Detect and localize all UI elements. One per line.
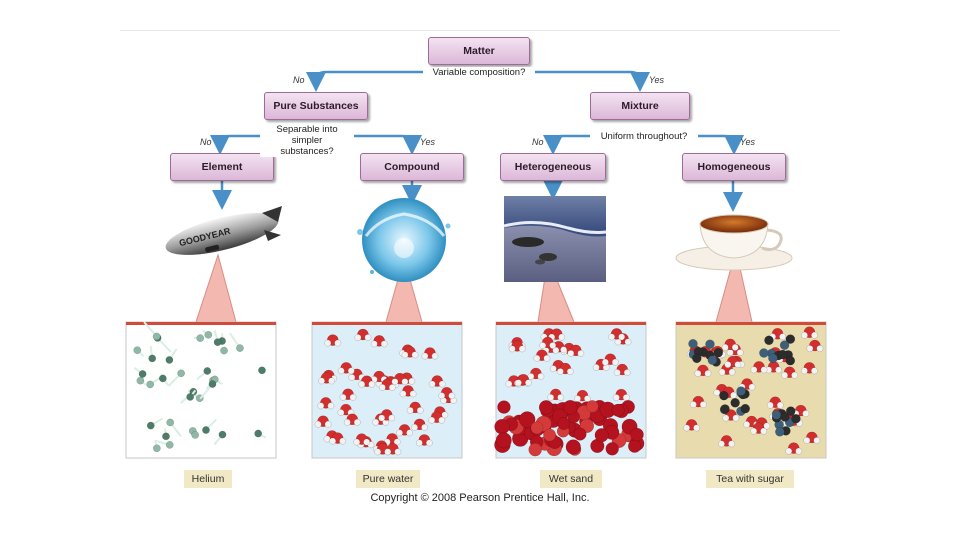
molecular-panels xyxy=(125,321,827,459)
wet-sand-beach-photo xyxy=(503,196,607,282)
branch-yes-label: Yes xyxy=(740,137,756,147)
caption-pure-water: Pure water xyxy=(356,470,420,488)
caption-tea-with-sugar: Tea with sugar xyxy=(706,470,794,488)
question-separable-line2: substances? xyxy=(280,146,334,157)
branch-no-label: No xyxy=(200,137,212,147)
zoom-callouts xyxy=(195,249,753,323)
node-mixture: Mixture xyxy=(590,92,690,120)
branch-yes-label: Yes xyxy=(649,75,665,85)
branch-no-label: No xyxy=(293,75,305,85)
panel-tea xyxy=(675,321,827,459)
question-separable-line1: Separable into simpler xyxy=(276,124,338,146)
question-separable: Separable into simpler substances? xyxy=(260,124,354,157)
node-pure-substances: Pure Substances xyxy=(264,92,368,120)
node-element: Element xyxy=(170,153,274,181)
panel-helium xyxy=(125,321,277,459)
tea-cup-photo xyxy=(675,214,793,271)
question-uniform: Uniform throughout? xyxy=(590,131,698,142)
caption-wet-sand: Wet sand xyxy=(540,470,602,488)
branch-no-label: No xyxy=(532,137,544,147)
caption-helium: Helium xyxy=(184,470,232,488)
panel-sand xyxy=(494,321,647,459)
node-matter: Matter xyxy=(428,37,530,65)
top-divider xyxy=(120,30,840,31)
question-variable-composition: Variable composition? xyxy=(423,67,535,78)
node-homogeneous: Homogeneous xyxy=(682,153,786,181)
blimp-photo: GOODYEAR xyxy=(165,206,282,255)
node-compound: Compound xyxy=(360,153,464,181)
branch-yes-label: Yes xyxy=(420,137,436,147)
copyright-notice: Copyright © 2008 Pearson Prentice Hall, … xyxy=(370,492,590,504)
water-splash-photo xyxy=(357,198,451,282)
node-heterogeneous: Heterogeneous xyxy=(500,153,606,181)
panel-water xyxy=(311,321,463,459)
flow-arrows xyxy=(210,70,744,212)
